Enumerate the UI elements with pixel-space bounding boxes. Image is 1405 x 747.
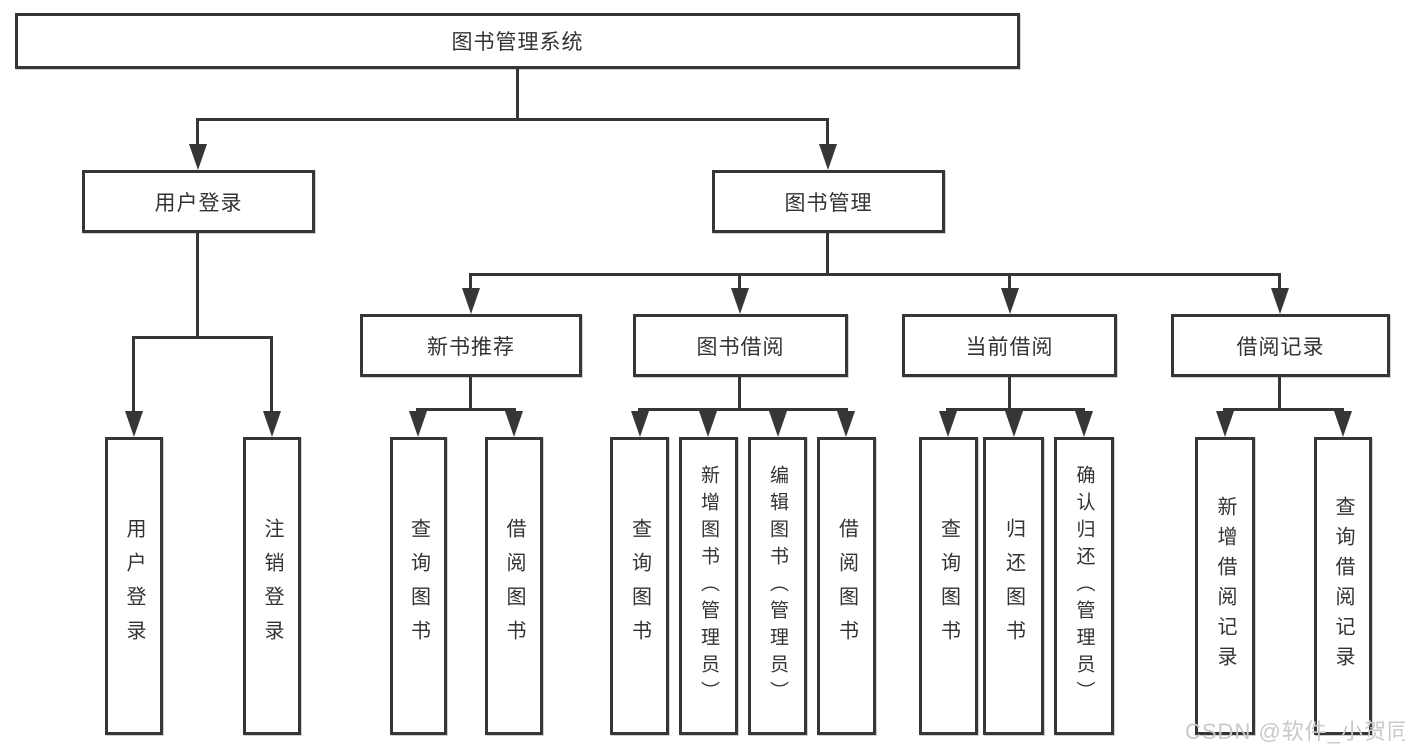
leaf-edit-book-admin-label: 编辑图书（管理员） [767,464,788,708]
connector-records-drop [1278,377,1281,408]
leaf-logout: 注销登录 [243,437,301,735]
arrowhead-down-icon [409,411,427,437]
leaf-borrow-books-recommend: 借阅图书 [485,437,543,735]
leaf-query-borrow-record-label: 查询借阅记录 [1332,496,1354,676]
node-new-book-recommend-label: 新书推荐 [427,335,515,359]
connector-stub [1278,273,1281,290]
connector-recommend-drop [469,377,472,408]
node-current-borrowing-label: 当前借阅 [965,335,1054,359]
arrowhead-down-icon [125,411,143,437]
leaf-add-book-admin-label: 新增图书（管理员） [698,464,719,708]
connector-current-drop [1008,377,1011,408]
connector-stub [196,118,199,146]
node-book-borrowing: 图书借阅 [633,314,848,377]
connector-borrowing-drop [738,377,741,408]
node-user-login: 用户登录 [82,170,315,233]
node-root: 图书管理系统 [15,13,1020,69]
leaf-borrow-books-borrowing: 借阅图书 [817,437,876,735]
node-root-label: 图书管理系统 [451,31,584,54]
arrowhead-down-icon [769,411,787,437]
node-borrowing-records-label: 借阅记录 [1236,335,1325,359]
leaf-query-borrow-record: 查询借阅记录 [1314,437,1372,735]
arrowhead-down-icon [462,288,480,314]
connector-root-rail [196,118,829,121]
arrowhead-down-icon [939,411,957,437]
arrowhead-down-icon [1216,411,1234,437]
arrowhead-down-icon [699,411,717,437]
connector-borrowing-rail [638,408,848,411]
node-new-book-recommend: 新书推荐 [360,314,582,377]
leaf-query-books-recommend: 查询图书 [390,437,447,735]
node-book-management-label: 图书管理 [784,191,873,215]
connector-userlogin-drop [196,233,199,336]
arrowhead-down-icon [189,144,207,170]
leaf-query-books-borrowing-label: 查询图书 [628,518,651,654]
arrowhead-down-icon [1001,288,1019,314]
arrowhead-down-icon [1075,411,1093,437]
leaf-confirm-return-admin: 确认归还（管理员） [1054,437,1114,735]
arrowhead-down-icon [819,144,837,170]
connector-stub [738,273,741,290]
node-book-management: 图书管理 [712,170,945,233]
leaf-query-books-borrowing: 查询图书 [610,437,669,735]
leaf-add-book-admin: 新增图书（管理员） [679,437,738,735]
connector-root-drop [516,69,519,118]
connector-stub [1008,273,1011,290]
leaf-user-login: 用户登录 [105,437,163,735]
leaf-edit-book-admin: 编辑图书（管理员） [748,437,807,735]
connector-stub [826,118,829,146]
node-book-borrowing-label: 图书借阅 [696,335,785,359]
node-current-borrowing: 当前借阅 [902,314,1117,377]
leaf-return-books-label: 归还图书 [1002,518,1025,654]
leaf-borrow-books-recommend-label: 借阅图书 [503,518,525,654]
arrowhead-down-icon [731,288,749,314]
leaf-logout-label: 注销登录 [261,518,283,654]
arrowhead-down-icon [837,411,855,437]
leaf-query-books-current-label: 查询图书 [937,518,960,654]
leaf-add-borrow-record: 新增借阅记录 [1195,437,1255,735]
arrowhead-down-icon [631,411,649,437]
connector-current-rail [946,408,1085,411]
csdn-watermark: CSDN @软件_小贺同学 [1185,719,1405,744]
arrowhead-down-icon [505,411,523,437]
node-user-login-label: 用户登录 [154,191,243,215]
leaf-return-books: 归还图书 [983,437,1044,735]
connector-recommend-rail [416,408,516,411]
arrowhead-down-icon [1005,411,1023,437]
connector-userlogin-rail [132,336,273,339]
connector-bookmgmt-rail [469,273,1281,276]
arrowhead-down-icon [263,411,281,437]
arrowhead-down-icon [1334,411,1352,437]
leaf-query-books-recommend-label: 查询图书 [407,518,430,654]
leaf-query-books-current: 查询图书 [919,437,978,735]
connector-stub [469,273,472,290]
leaf-add-borrow-record-label: 新增借阅记录 [1214,496,1236,676]
connector-records-rail [1223,408,1344,411]
leaf-user-login-label: 用户登录 [123,518,145,654]
leaf-confirm-return-admin-label: 确认归还（管理员） [1073,464,1095,708]
connector-bookmgmt-drop [826,233,829,273]
arrowhead-down-icon [1271,288,1289,314]
connector-stub [270,336,273,413]
leaf-borrow-books-borrowing-label: 借阅图书 [835,518,858,654]
node-borrowing-records: 借阅记录 [1171,314,1390,377]
connector-stub [132,336,135,413]
